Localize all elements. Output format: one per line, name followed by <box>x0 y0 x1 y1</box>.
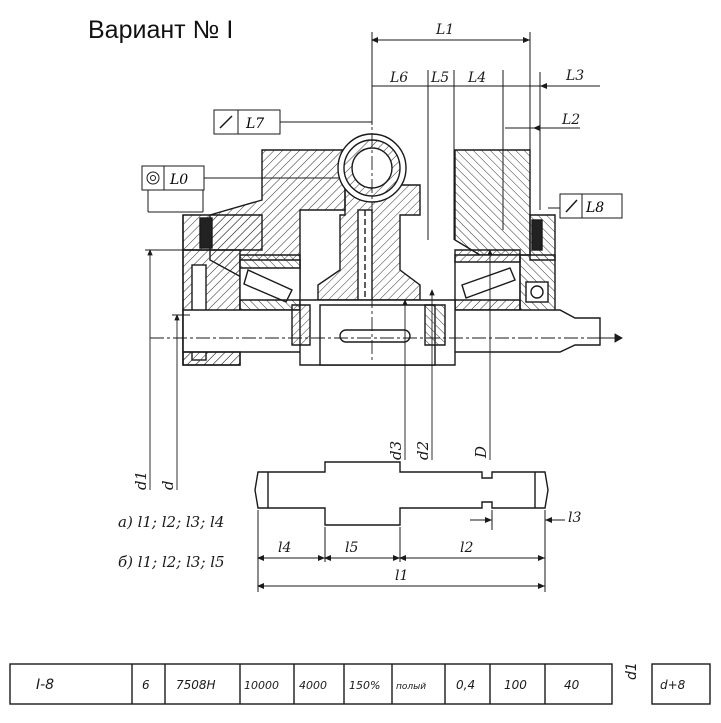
dim-l5: l5 <box>345 540 358 556</box>
dim-l4: l4 <box>278 540 291 556</box>
table-cell-7: 0,4 <box>456 678 475 692</box>
variant-title: Вариант № I <box>88 16 234 44</box>
table-cell-3: 10000 <box>244 679 279 692</box>
shaft-dimensions <box>257 510 565 592</box>
dim-L5: L5 <box>430 70 449 86</box>
dim-d2: d2 <box>414 441 432 460</box>
dim-L3: L3 <box>565 68 584 84</box>
dim-L2: L2 <box>561 112 580 128</box>
axis-lines <box>145 110 623 490</box>
table-cell-2: 7508Н <box>176 678 216 692</box>
table-cell-5: 150% <box>349 679 380 692</box>
table-cell-9: 40 <box>564 678 580 692</box>
dim-d3: d3 <box>387 441 405 460</box>
dim-l3: l3 <box>568 510 581 526</box>
dim-d: d <box>159 480 177 490</box>
variant-b: б) l1; l2; l3; l5 <box>118 553 225 571</box>
dim-L8: L8 <box>585 200 604 216</box>
dim-l2: l2 <box>460 540 473 556</box>
table-cell-0: I-8 <box>36 677 54 693</box>
table-side-label: d1 <box>624 662 640 680</box>
shaft-detail <box>254 461 549 526</box>
dim-l1: l1 <box>395 568 408 584</box>
dim-L7: L7 <box>245 116 264 132</box>
parameter-table <box>9 663 711 705</box>
table-cell-6: полый <box>396 682 426 692</box>
table-cell-4: 4000 <box>299 679 327 692</box>
gear-housing <box>182 133 601 366</box>
dim-D: D <box>472 446 490 459</box>
dim-L0: L0 <box>169 172 188 188</box>
tolerance-box-L8: L8 <box>559 193 623 219</box>
table-cell-1: 6 <box>142 678 150 692</box>
table-cell-8: 100 <box>504 678 527 692</box>
table-last-cell: d+8 <box>660 678 686 692</box>
tolerance-box-L0: L0 <box>141 165 205 191</box>
tolerance-box-L7: L7 <box>213 109 281 135</box>
top-dimensions <box>147 32 600 240</box>
dim-L1: L1 <box>435 22 454 38</box>
dim-L6: L6 <box>389 70 408 86</box>
variant-a: а) l1; l2; l3; l4 <box>118 513 224 531</box>
dim-L4: L4 <box>467 70 486 86</box>
dim-d1: d1 <box>132 471 150 490</box>
